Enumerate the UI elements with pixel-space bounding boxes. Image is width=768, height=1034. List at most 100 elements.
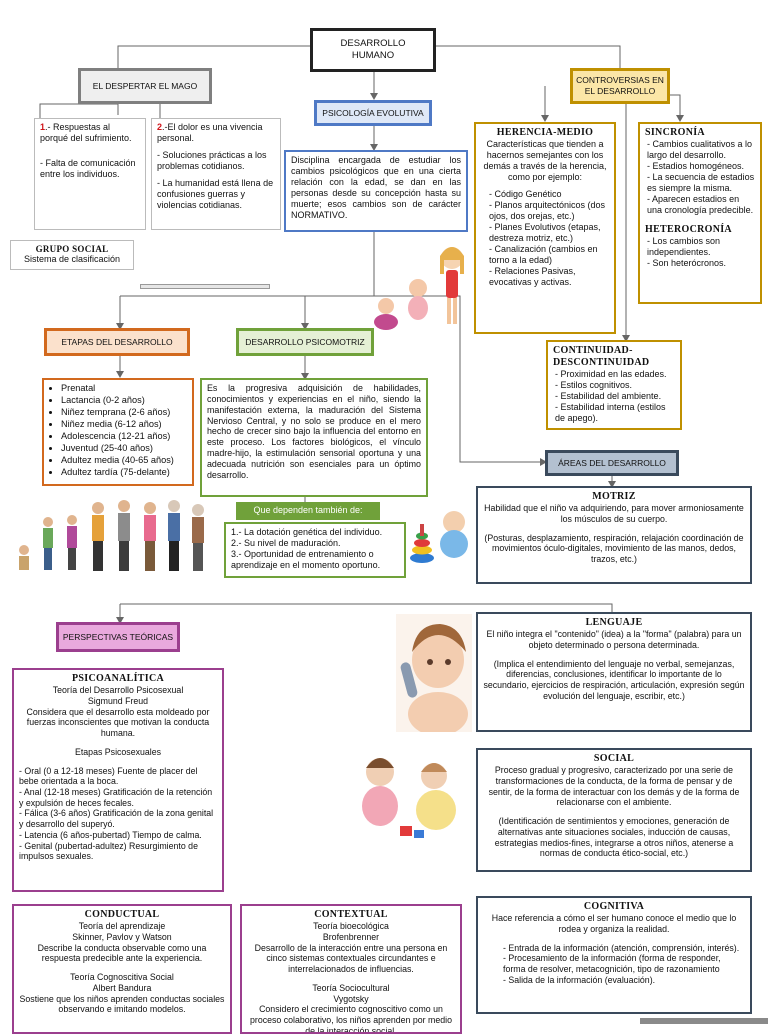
- heterocronia-item: Los cambios son independientes.: [647, 236, 755, 258]
- cognitiva-text: Hace referencia a cómo el ser humano con…: [491, 913, 737, 934]
- sincronia-item: La secuencia de estadios es siempre la m…: [647, 172, 755, 194]
- psicologia-label-text: PSICOLOGÍA EVOLUTIVA: [322, 107, 424, 118]
- perspectivas-label: PERSPECTIVAS TEÓRICAS: [56, 622, 180, 652]
- sincronia-item: Estadios homogéneos.: [647, 161, 755, 172]
- lenguaje-text2: (Implica el entendimiento del lenguaje n…: [483, 658, 745, 701]
- psicoanalitica-line4: Etapas Psicosexuales: [74, 746, 162, 757]
- contextual-line5: Vygotsky: [333, 993, 369, 1004]
- psicoanalitica-line1: Teoría del Desarrollo Psicosexual: [52, 685, 184, 696]
- psicoanalitica-box: PSICOANALÍTICA Teoría del Desarrollo Psi…: [12, 668, 224, 892]
- psicomotriz-desc: Es la progresiva adquisición de habilida…: [207, 383, 421, 480]
- herencia-intro: Características que tienden a hacernos s…: [483, 139, 607, 183]
- conductual-line3: Describe la conducta observable como una…: [37, 942, 207, 964]
- conductual-line4: Teoría Cognoscitiva Social: [70, 972, 174, 983]
- lenguaje-title: LENGUAJE: [585, 617, 643, 628]
- herencia-title: HERENCIA-MEDIO: [496, 127, 594, 138]
- contextual-line4: Teoría Sociocultural: [312, 982, 390, 993]
- heterocronia-list: Los cambios son independientes. Son hete…: [645, 236, 755, 269]
- sincronia-item: Cambios cualitativos a lo largo del desa…: [647, 139, 755, 161]
- motriz-title: MOTRIZ: [592, 491, 636, 502]
- motriz-box: MOTRIZ Habilidad que el niño va adquirie…: [476, 486, 752, 584]
- children-playing-photo: [346, 746, 472, 846]
- baby-toy-illustration: [408, 500, 476, 566]
- continuidad-box: CONTINUIDAD- DESCONTINUIDAD Proximidad e…: [546, 340, 682, 430]
- sincronia-title: SINCRONÍA: [645, 127, 705, 138]
- social-text2: (Identificación de sentimientos y emocio…: [494, 816, 734, 859]
- herencia-item: Relaciones Pasivas, evocativas y activas…: [489, 266, 609, 288]
- continuidad-item: Estabilidad del ambiente.: [555, 391, 675, 402]
- grupo-social-box: GRUPO SOCIAL Sistema de clasificación: [10, 240, 134, 270]
- conductual-title: CONDUCTUAL: [84, 909, 160, 920]
- continuidad-item: Proximidad en las edades.: [555, 369, 675, 380]
- despertar-left-text2: - Falta de comunicación entre los indivi…: [40, 157, 136, 179]
- main-title-box: DESARROLLO HUMANO: [310, 28, 436, 72]
- perspectivas-label-text: PERSPECTIVAS TEÓRICAS: [62, 631, 174, 642]
- herencia-item: Canalización (cambios en torno a la edad…: [489, 244, 609, 266]
- etapa-item: Adolescencia (12-21 años): [61, 431, 187, 443]
- controversias-label-line1: CONTROVERSIAS EN: [576, 75, 664, 86]
- psicoanalitica-title: PSICOANALÍTICA: [72, 673, 164, 684]
- etapa-item: Adultez tardía (75-delante): [61, 467, 187, 479]
- continuidad-title-line2: DESCONTINUIDAD: [553, 357, 650, 369]
- divider-bar: [140, 284, 270, 289]
- dependen-item: 1.- La dotación genética del individuo.: [231, 527, 383, 537]
- dependen-label: Que dependen también de:: [236, 502, 380, 520]
- despertar-left-num: 1: [40, 122, 46, 132]
- despertar-right-text: .-El dolor es una vivencia personal.: [157, 122, 263, 143]
- cognitiva-box: COGNITIVA Hace referencia a cómo el ser …: [476, 896, 752, 1014]
- despertar-right-num: 2: [157, 122, 163, 132]
- herencia-item: Código Genético: [489, 189, 609, 200]
- lenguaje-box: LENGUAJE El niño integra el "contenido" …: [476, 612, 752, 732]
- conductual-line6: Sostiene que los niños aprenden conducta…: [19, 993, 225, 1015]
- social-text: Proceso gradual y progresivo, caracteriz…: [488, 765, 740, 808]
- etapas-label-text: ETAPAS DEL DESARROLLO: [61, 336, 173, 347]
- contextual-line3: Desarrollo de la interacción entre una p…: [254, 942, 448, 975]
- continuidad-list: Proximidad en las edades. Estilos cognit…: [553, 369, 675, 424]
- herencia-list: Código Genético Planos arquitectónicos (…: [481, 189, 609, 288]
- etapa-item: Juventud (25-40 años): [61, 443, 187, 455]
- dependen-box: 1.- La dotación genética del individuo. …: [224, 522, 406, 578]
- psicomotriz-label-text: DESARROLLO PSICOMOTRIZ: [245, 336, 365, 347]
- psicomotriz-box: Es la progresiva adquisición de habilida…: [200, 378, 428, 497]
- continuidad-item: Estilos cognitivos.: [555, 380, 675, 391]
- social-title: SOCIAL: [593, 753, 635, 764]
- sincronia-box: SINCRONÍA Cambios cualitativos a lo larg…: [638, 122, 762, 304]
- conductual-line1: Teoría del aprendizaje: [78, 921, 166, 932]
- children-illustration: [366, 238, 472, 334]
- contextual-line6: Considero el crecimiento cognoscitivo co…: [250, 1004, 452, 1034]
- psicologia-desc: Disciplina encargada de estudiar los cam…: [291, 155, 461, 220]
- psicomotriz-label: DESARROLLO PSICOMOTRIZ: [236, 328, 374, 356]
- psicoanalitica-stage: - Genital (pubertad-adultez) Resurgimien…: [19, 840, 198, 862]
- contextual-line2: Brofenbrenner: [322, 931, 380, 942]
- heterocronia-title: HETEROCRONÍA: [645, 223, 732, 235]
- psicoanalitica-stage: - Fálica (3-6 años) Gratificación de la …: [19, 808, 214, 830]
- dependen-item: 2.- Su nivel de maduración.: [231, 537, 341, 548]
- herencia-box: HERENCIA-MEDIO Características que tiend…: [474, 122, 616, 334]
- despertar-left-text: .- Respuestas al porqué del sufrimiento.: [40, 122, 132, 143]
- sincronia-item: Aparecen estadios en una cronología pred…: [647, 194, 755, 216]
- contextual-line1: Teoría bioecológica: [313, 921, 389, 932]
- continuidad-title-line1: CONTINUIDAD-: [553, 345, 633, 356]
- cognitiva-title: COGNITIVA: [583, 901, 645, 912]
- motriz-text: Habilidad que el niño va adquiriendo, pa…: [484, 503, 744, 524]
- psicoanalitica-line2: Sigmund Freud: [87, 695, 149, 706]
- conductual-line2: Skinner, Pavlov y Watson: [72, 931, 172, 942]
- psicologia-label: PSICOLOGÍA EVOLUTIVA: [314, 100, 432, 126]
- social-box: SOCIAL Proceso gradual y progresivo, car…: [476, 748, 752, 872]
- main-title-line1: DESARROLLO: [340, 38, 406, 50]
- despertar-right-text3: - La humanidad está llena de confusiones…: [157, 177, 274, 210]
- motriz-text2: (Posturas, desplazamiento, respiración, …: [484, 532, 744, 565]
- contextual-box: CONTEXTUAL Teoría bioecológica Brofenbre…: [240, 904, 462, 1034]
- psicoanalitica-stage: - Oral (0 a 12-18 meses) Fuente de place…: [19, 765, 198, 787]
- grupo-social-text: Sistema de clasificación: [23, 254, 121, 264]
- dependen-item: 3.- Oportunidad de entrenamiento o apren…: [231, 548, 381, 570]
- psicoanalitica-line3: Considera que el desarrollo esta moldead…: [26, 706, 210, 739]
- despertar-right-text2: - Soluciones prácticas a los problemas c…: [157, 149, 267, 171]
- etapa-item: Prenatal: [61, 383, 187, 395]
- etapa-item: Lactancia (0-2 años): [61, 395, 187, 407]
- cognitiva-item: Salida de la información (evaluación).: [503, 975, 745, 986]
- psicoanalitica-stage: - Anal (12-18 meses) Gratificación de la…: [19, 786, 213, 808]
- despertar-right-box: 2.-El dolor es una vivencia personal. - …: [151, 118, 281, 230]
- etapa-item: Niñez media (6-12 años): [61, 419, 187, 431]
- baby-phone-photo: [396, 614, 472, 732]
